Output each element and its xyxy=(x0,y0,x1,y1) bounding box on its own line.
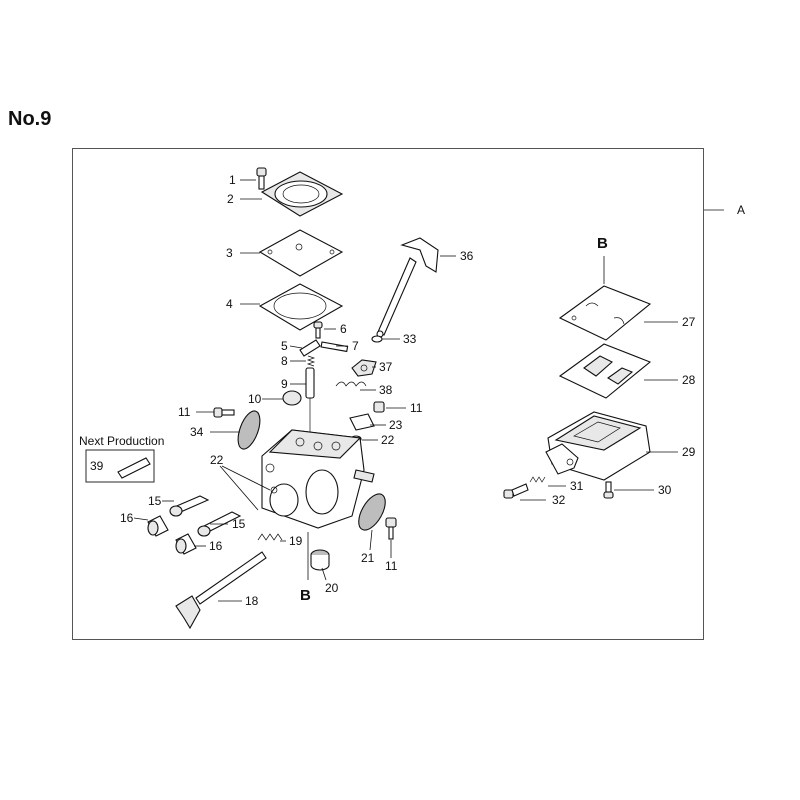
callout-29: 29 xyxy=(682,445,696,459)
callout-16-lower: 16 xyxy=(209,539,223,553)
callout-38: 38 xyxy=(379,383,393,397)
screw-part-6 xyxy=(313,321,323,339)
callout-33: 33 xyxy=(403,332,417,346)
callout-15-lower: 15 xyxy=(232,517,246,531)
needle-part-9 xyxy=(305,367,315,440)
page-title: No.9 xyxy=(8,108,52,130)
shaft-part-18 xyxy=(175,551,267,630)
diaphragm-part-4 xyxy=(258,283,344,331)
next-production-box xyxy=(85,449,155,483)
filter-part-20 xyxy=(310,549,330,571)
callout-10: 10 xyxy=(248,392,262,406)
callout-34: 34 xyxy=(190,425,204,439)
callout-4: 4 xyxy=(226,297,233,311)
cover-part-2 xyxy=(260,171,344,217)
callout-15-upper: 15 xyxy=(148,494,162,508)
callout-39: 39 xyxy=(90,459,104,473)
screw-part-11-lower xyxy=(385,517,397,540)
callout-37: 37 xyxy=(379,360,393,374)
callout-27: 27 xyxy=(682,315,696,329)
callout-11-lower: 11 xyxy=(385,559,398,573)
callout-1: 1 xyxy=(229,173,236,187)
plug-part-10 xyxy=(282,390,302,406)
clip-part-33 xyxy=(371,335,383,343)
callout-20: 20 xyxy=(325,581,339,595)
callout-5: 5 xyxy=(281,339,288,353)
shaft-part-36 xyxy=(376,237,439,338)
cap-part-16-upper xyxy=(147,515,169,537)
spring-part-31 xyxy=(529,476,546,483)
plate-part-34 xyxy=(237,410,261,450)
spring-part-8 xyxy=(306,355,316,367)
callout-11-right: 11 xyxy=(410,401,423,415)
lever-part-23 xyxy=(349,413,375,431)
callout-28: 28 xyxy=(682,373,696,387)
callout-22-right: 22 xyxy=(381,433,395,447)
callout-6: 6 xyxy=(340,322,347,336)
cap-part-16-lower xyxy=(175,533,197,555)
screw-part-32 xyxy=(503,483,529,499)
callout-36: 36 xyxy=(460,249,474,263)
callout-11-left: 11 xyxy=(178,405,191,419)
callout-32: 32 xyxy=(552,493,566,507)
callout-23: 23 xyxy=(389,418,403,432)
section-label-left: B xyxy=(300,587,311,604)
callout-18: 18 xyxy=(245,594,259,608)
pin-part-7 xyxy=(320,341,349,353)
callout-9: 9 xyxy=(281,377,288,391)
callout-19: 19 xyxy=(289,534,303,548)
lever-part-5 xyxy=(299,339,321,357)
ref-a-label: A xyxy=(737,203,745,217)
screw-part-30 xyxy=(603,481,614,499)
gasket-part-28 xyxy=(558,343,652,399)
spring-part-38 xyxy=(335,381,367,387)
spring-part-19 xyxy=(257,533,283,541)
callout-21: 21 xyxy=(361,551,375,565)
screw-part-11-left xyxy=(213,407,235,418)
callout-3: 3 xyxy=(226,246,233,260)
gasket-part-27 xyxy=(558,285,652,341)
nut-part-11-right xyxy=(373,401,385,413)
pump-body-part-29 xyxy=(545,411,651,481)
screw-part-1 xyxy=(256,167,267,190)
callout-2: 2 xyxy=(227,192,234,206)
callout-31: 31 xyxy=(570,479,584,493)
leader-lines xyxy=(133,179,678,602)
callout-16-upper: 16 xyxy=(120,511,134,525)
carburetor-body xyxy=(261,429,375,529)
needle-part-15-upper xyxy=(169,495,210,517)
callout-8: 8 xyxy=(281,354,288,368)
diagram-frame xyxy=(72,148,704,640)
callout-30: 30 xyxy=(658,483,672,497)
callout-22-left: 22 xyxy=(210,453,224,467)
screw-part-39 xyxy=(117,457,151,479)
callout-7: 7 xyxy=(352,339,359,353)
lever-part-37 xyxy=(351,359,377,377)
section-label-right: B xyxy=(597,235,608,252)
choke-plate-part-21 xyxy=(358,493,386,531)
gasket-part-3 xyxy=(258,229,344,277)
needle-part-15-lower xyxy=(197,511,242,537)
next-production-label: Next Production xyxy=(79,434,164,448)
